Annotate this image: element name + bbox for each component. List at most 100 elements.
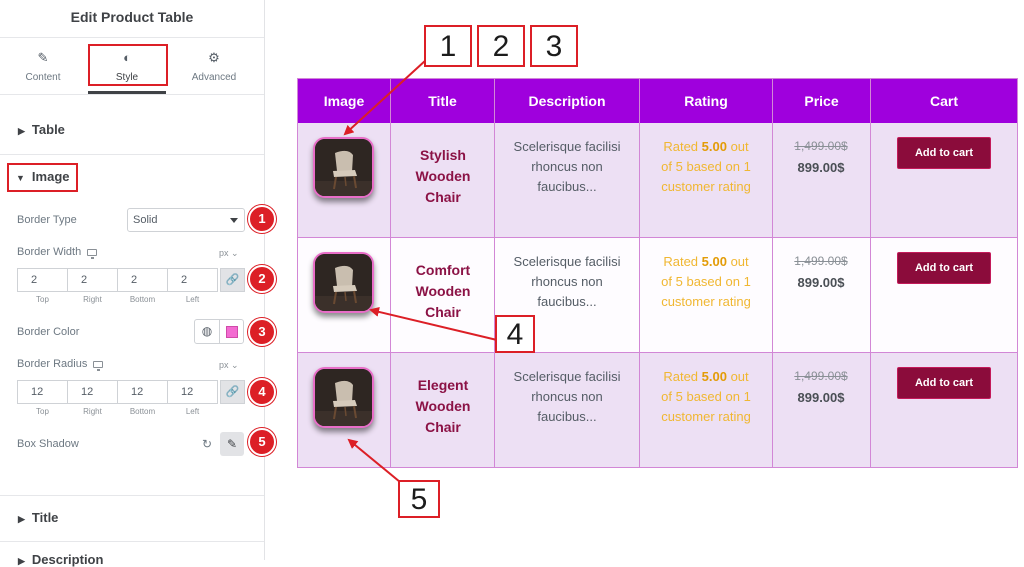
section-image-label: Image xyxy=(31,169,70,184)
product-title[interactable]: Elegent Wooden Chair xyxy=(391,375,495,438)
rating-line: of 5 based on 1 xyxy=(661,389,751,404)
callout-arrow xyxy=(369,306,498,341)
callout-2: 2 xyxy=(477,25,525,67)
callout-4: 4 xyxy=(495,315,535,353)
column-divider xyxy=(772,123,773,467)
rating-line: customer rating xyxy=(661,294,751,309)
product-title[interactable]: Stylish Wooden Chair xyxy=(391,145,495,208)
side-label-top: Top xyxy=(36,295,49,304)
product-title[interactable]: Comfort Wooden Chair xyxy=(391,260,495,323)
badge-5: 5 xyxy=(248,428,276,456)
border-radius-label: Border Radius xyxy=(17,358,104,371)
rating-line: customer rating xyxy=(661,409,751,424)
description-line: Scelerisque facilisi xyxy=(513,369,621,384)
border-width-left-input[interactable]: 2 xyxy=(167,268,218,292)
section-title[interactable]: ▶Title xyxy=(18,510,282,525)
description-line: rhoncus non xyxy=(531,274,603,289)
product-title-line: Chair xyxy=(425,189,461,205)
description-line: Scelerisque facilisi xyxy=(513,254,621,269)
rating-prefix: Rated xyxy=(663,139,702,154)
caret-right-icon: ▶ xyxy=(18,514,25,524)
rating-value: 5.00 xyxy=(701,139,727,154)
link-icon[interactable]: 🔗 xyxy=(220,268,245,292)
add-to-cart-button[interactable]: Add to cart xyxy=(897,137,991,169)
link-icon[interactable]: 🔗 xyxy=(220,380,245,404)
box-shadow-label: Box Shadow xyxy=(17,438,79,450)
border-radius-dimensions: 12 12 12 12 🔗 Top Right Bottom Left xyxy=(17,380,245,416)
border-color-swatch[interactable] xyxy=(226,326,238,338)
price-sale: 899.00$ xyxy=(797,390,845,405)
rating-line: Rated 5.00 out xyxy=(640,252,772,272)
product-image[interactable] xyxy=(313,367,374,428)
section-image[interactable]: ▼ Image xyxy=(16,169,280,184)
price-regular: 1,499.00$ xyxy=(794,254,848,268)
product-title-line: Chair xyxy=(425,304,461,320)
callout-arrow xyxy=(347,438,401,483)
rating-prefix: Rated xyxy=(663,254,702,269)
description-line: faucibus... xyxy=(537,294,597,309)
product-title-line: Chair xyxy=(425,419,461,435)
column-divider xyxy=(639,123,640,467)
tab-advanced[interactable]: ⚙ Advanced xyxy=(174,44,254,94)
border-type-label: Border Type xyxy=(17,214,77,226)
chevron-down-icon xyxy=(230,218,238,223)
editor-panel: Edit Product Table ✎ Content ◐ Style ⚙ A… xyxy=(0,0,276,567)
callout-1: 1 xyxy=(424,25,472,67)
product-title-line: Wooden xyxy=(415,283,471,299)
border-width-label: Border Width xyxy=(17,246,98,259)
description-line: Scelerisque facilisi xyxy=(513,139,621,154)
gear-icon: ⚙ xyxy=(208,50,220,65)
border-type-select[interactable]: Solid xyxy=(127,208,245,232)
row-divider xyxy=(298,352,1017,353)
badge-1: 1 xyxy=(248,205,276,233)
product-image[interactable] xyxy=(313,252,374,313)
tab-style[interactable]: ◐ Style xyxy=(87,44,167,94)
desktop-icon[interactable] xyxy=(93,361,104,371)
product-description: Scelerisque facilisi rhoncus non faucibu… xyxy=(495,367,639,427)
rating-suffix: out xyxy=(726,369,749,384)
header-cart: Cart xyxy=(871,79,1017,123)
product-title-line: Elegent xyxy=(417,377,469,393)
section-table[interactable]: ▶Table xyxy=(18,122,282,137)
border-width-unit-text: px xyxy=(219,248,229,258)
tab-content[interactable]: ✎ Content xyxy=(3,44,83,94)
border-radius-left-input[interactable]: 12 xyxy=(167,380,218,404)
divider xyxy=(0,541,264,542)
product-description: Scelerisque facilisi rhoncus non faucibu… xyxy=(495,252,639,312)
badge-2: 2 xyxy=(248,265,276,293)
product-title-line: Stylish xyxy=(420,147,466,163)
border-radius-unit[interactable]: px ⌄ xyxy=(219,360,239,370)
pencil-icon: ✎ xyxy=(37,50,49,65)
divider xyxy=(0,495,264,496)
caret-down-icon: ▼ xyxy=(16,173,25,183)
desktop-icon[interactable] xyxy=(87,249,98,259)
side-label-right: Right xyxy=(83,295,102,304)
border-width-unit[interactable]: px ⌄ xyxy=(219,248,239,258)
product-image[interactable] xyxy=(313,137,374,198)
column-divider xyxy=(494,123,495,467)
chair-icon xyxy=(315,369,372,426)
border-color-control: ◍ xyxy=(194,319,244,344)
callout-3: 3 xyxy=(530,25,578,67)
rating-value: 5.00 xyxy=(701,369,727,384)
product-rating: Rated 5.00 out of 5 based on 1 customer … xyxy=(640,137,772,197)
tab-content-label: Content xyxy=(25,72,61,83)
rating-line: Rated 5.00 out xyxy=(640,367,772,387)
edit-box-shadow-button[interactable]: ✎ xyxy=(220,432,244,456)
add-to-cart-button[interactable]: Add to cart xyxy=(897,252,991,284)
section-table-label: Table xyxy=(31,122,65,137)
product-title-line: Wooden xyxy=(415,168,471,184)
border-width-label-text: Border Width xyxy=(17,246,82,258)
rating-line: of 5 based on 1 xyxy=(661,274,751,289)
add-to-cart-button[interactable]: Add to cart xyxy=(897,367,991,399)
tabs-divider xyxy=(0,94,264,95)
price-regular: 1,499.00$ xyxy=(794,139,848,153)
chair-icon xyxy=(315,254,372,311)
globe-icon[interactable]: ◍ xyxy=(195,320,220,343)
header-image: Image xyxy=(298,79,391,123)
reset-icon[interactable]: ↻ xyxy=(202,437,213,451)
rating-line: of 5 based on 1 xyxy=(661,159,751,174)
border-type-value: Solid xyxy=(133,214,158,226)
callout-arrow xyxy=(343,59,427,136)
price-sale: 899.00$ xyxy=(797,275,845,290)
